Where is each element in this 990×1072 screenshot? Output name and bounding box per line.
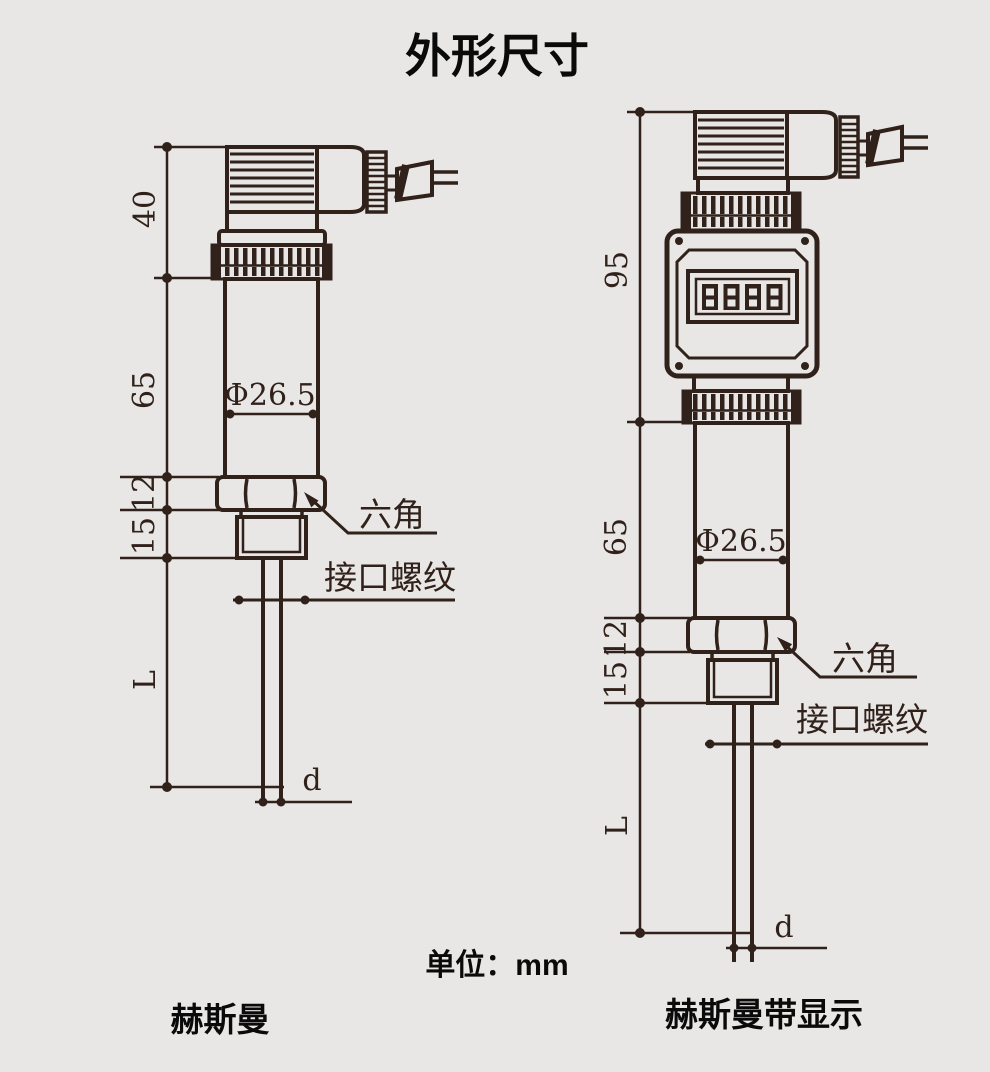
left-dim-top: 40 <box>128 190 163 228</box>
right-body-diameter-label: Φ26.5 <box>695 524 786 559</box>
connector-nose <box>317 145 366 214</box>
cable-boot-clip <box>394 164 410 200</box>
left-dim-body: 65 <box>127 371 162 409</box>
left-collar <box>217 229 327 247</box>
cable-gland-threads <box>841 122 857 174</box>
screw-icon <box>801 362 809 370</box>
right-dimension-chain: 95 65 12 15 L <box>599 107 754 938</box>
screw-icon <box>675 362 683 370</box>
left-neck <box>225 210 319 233</box>
connector-ribs <box>698 118 784 170</box>
right-process-thread <box>706 652 779 705</box>
left-body-diameter-dim <box>225 409 318 419</box>
left-hirschmann-connector <box>225 145 458 214</box>
left-hex-nut <box>215 475 327 512</box>
display-window-outer <box>686 269 799 324</box>
right-hirschmann-connector <box>693 110 928 180</box>
right-body-cylinder <box>693 421 790 620</box>
connector-nose <box>787 110 838 180</box>
left-process-thread <box>235 510 308 560</box>
right-hex-callout-label: 六角 <box>832 641 898 678</box>
left-thread-callout: 接口螺纹 <box>233 560 456 605</box>
right-dim-probe-length: L <box>600 816 635 836</box>
right-probe-diameter-dim: d <box>726 910 827 953</box>
display-inner-frame <box>675 248 809 360</box>
left-device-caption: 赫斯曼 <box>171 1001 270 1038</box>
right-body-diameter-dim <box>695 555 788 565</box>
digit-8 <box>745 284 761 310</box>
display-window-inner <box>694 277 791 316</box>
right-hex-nut <box>686 616 797 654</box>
left-dim-thread: 15 <box>127 517 162 555</box>
connector-ribs <box>230 152 314 204</box>
left-probe <box>261 558 283 806</box>
right-dim-top: 95 <box>600 251 635 289</box>
left-probe-diameter-label: d <box>302 763 321 798</box>
cable-gland-threads <box>368 156 385 208</box>
right-display-housing <box>664 228 820 379</box>
cable-gland <box>365 150 388 214</box>
screw-icon <box>675 237 683 245</box>
cable-boot-clip <box>865 129 881 165</box>
right-probe-diameter-label: d <box>774 910 793 945</box>
left-dimension-chain: 40 65 12 15 L <box>120 142 284 792</box>
page-title: 外形尺寸 <box>405 30 589 82</box>
right-probe <box>732 703 754 962</box>
left-dim-probe-length: L <box>128 670 163 690</box>
cable-gland <box>838 115 860 179</box>
right-knurled-ring-upper <box>680 191 802 233</box>
left-knurled-ring <box>210 243 333 281</box>
display-digits <box>702 284 783 310</box>
screw-icon <box>801 237 809 245</box>
left-hex-callout: 六角 <box>304 492 437 535</box>
right-device-caption: 赫斯曼带显示 <box>665 996 863 1033</box>
unit-note: 单位：mm <box>425 948 568 982</box>
right-device: Φ26.5 <box>599 107 928 1033</box>
right-thread-callout: 接口螺纹 <box>705 702 928 749</box>
right-thread-callout-label: 接口螺纹 <box>796 702 928 739</box>
digit-8 <box>702 284 718 310</box>
left-dim-hex: 12 <box>127 474 162 512</box>
left-thread-callout-label: 接口螺纹 <box>324 560 456 597</box>
right-dim-thread: 15 <box>599 661 634 699</box>
right-dim-body: 65 <box>599 518 634 556</box>
right-knurled-ring-lower <box>681 389 802 425</box>
right-dim-hex: 12 <box>599 620 634 658</box>
left-body-diameter-label: Φ26.5 <box>224 378 315 413</box>
left-probe-diameter-dim: d <box>255 763 352 807</box>
digit-8 <box>766 284 783 310</box>
left-device: Φ26.5 <box>120 142 458 1038</box>
digit-8 <box>723 284 740 310</box>
left-hex-callout-label: 六角 <box>359 497 425 534</box>
right-hex-callout: 六角 <box>777 637 917 679</box>
right-neck-upper <box>696 176 790 195</box>
